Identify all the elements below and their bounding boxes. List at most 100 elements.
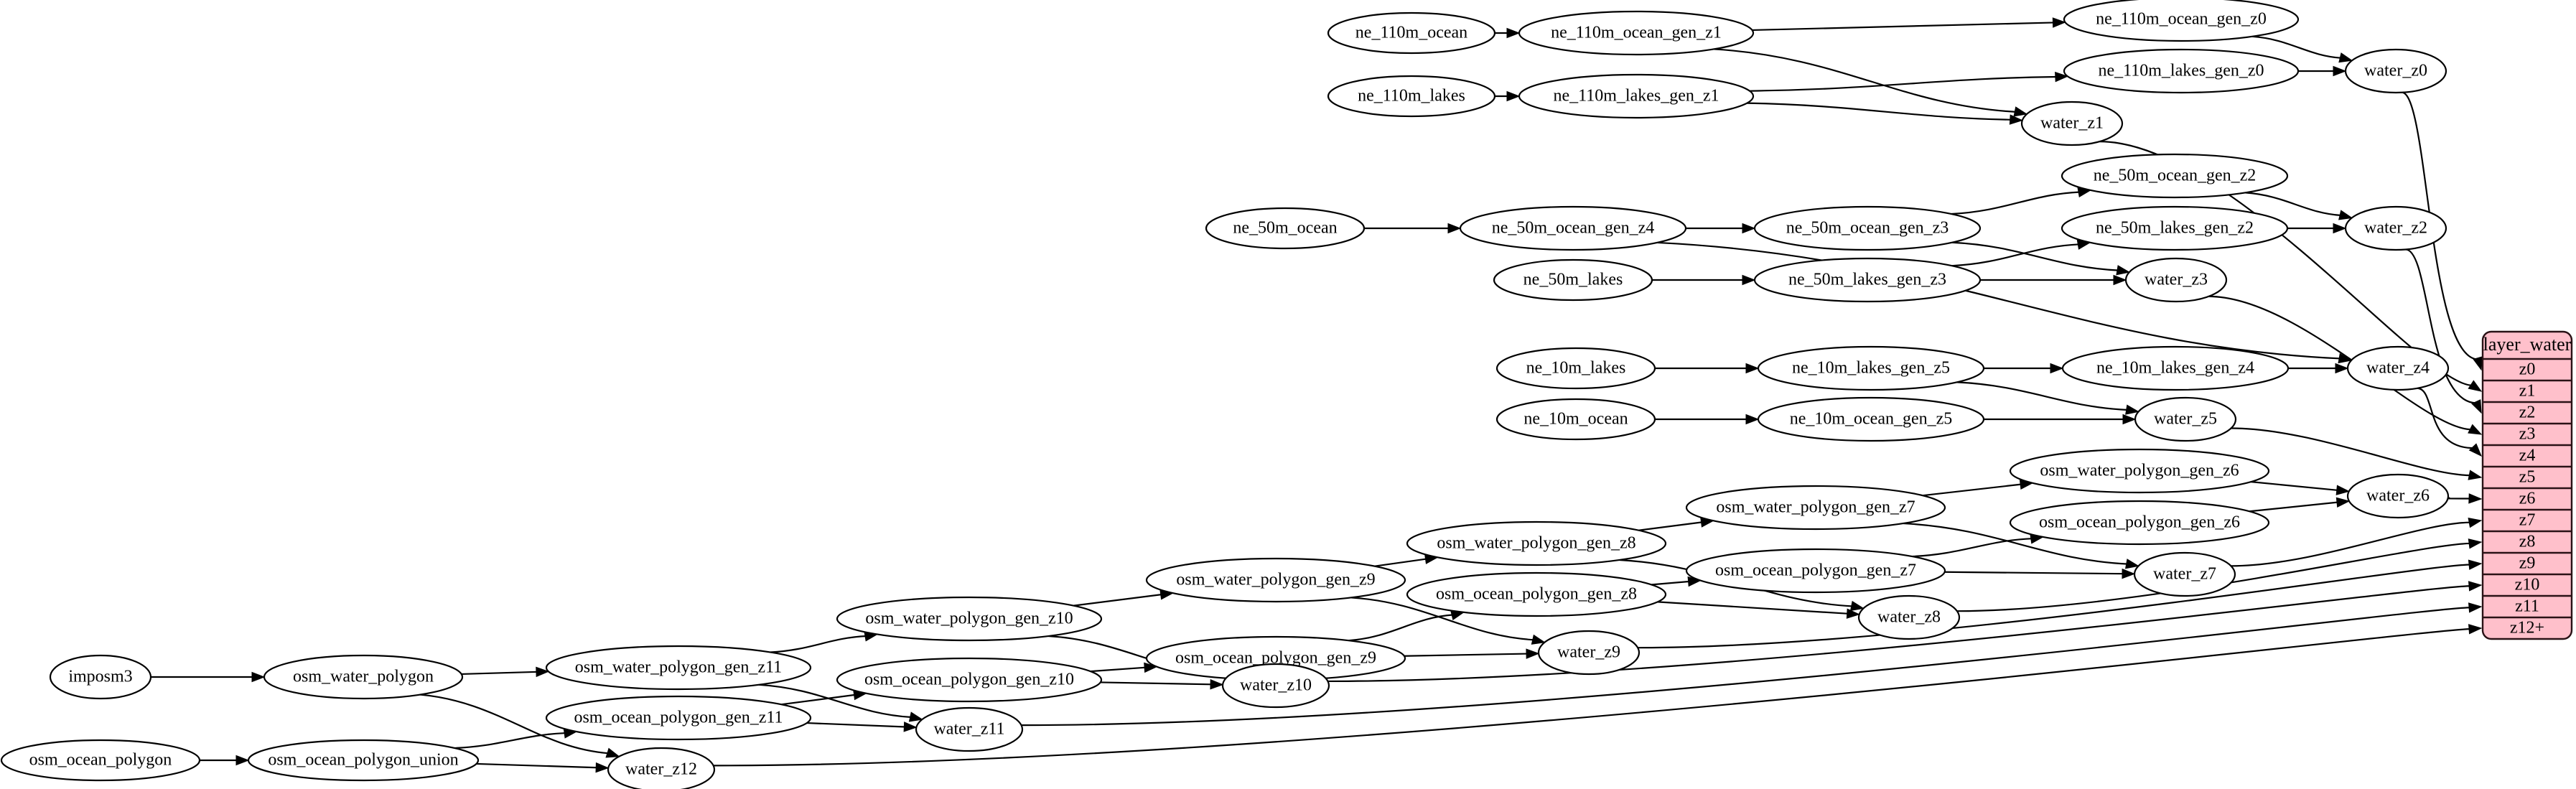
node-shape[interactable] xyxy=(836,596,1103,642)
node-water_z3[interactable]: water_z3 xyxy=(2124,257,2228,303)
node-shape[interactable] xyxy=(1857,594,1961,640)
node-shape[interactable] xyxy=(1753,257,1982,303)
node-shape[interactable] xyxy=(915,706,1024,752)
node-shape[interactable] xyxy=(1493,258,1653,302)
node-ne_50m_ocean_gen_z4[interactable]: ne_50m_ocean_gen_z4 xyxy=(1459,205,1687,251)
legend-row-z2[interactable]: z2 xyxy=(2519,403,2536,422)
node-shape[interactable] xyxy=(1753,205,1982,251)
node-ne_110m_lakes[interactable]: ne_110m_lakes xyxy=(1327,75,1496,118)
node-shape[interactable] xyxy=(247,739,480,782)
node-osm_water_polygon[interactable]: osm_water_polygon xyxy=(263,654,464,700)
node-shape[interactable] xyxy=(1406,571,1667,617)
legend-row-z11[interactable]: z11 xyxy=(2515,597,2539,616)
node-ne_10m_ocean[interactable]: ne_10m_ocean xyxy=(1495,398,1656,441)
node-water_z9[interactable]: water_z9 xyxy=(1537,630,1641,676)
node-osm_ocean_polygon_gen_z6[interactable]: osm_ocean_polygon_gen_z6 xyxy=(2009,500,2270,546)
node-imposm3[interactable]: imposm3 xyxy=(49,654,152,700)
node-ne_110m_lakes_gen_z1[interactable]: ne_110m_lakes_gen_z1 xyxy=(1518,73,1755,119)
node-shape[interactable] xyxy=(1406,520,1667,566)
node-shape[interactable] xyxy=(1757,345,1985,391)
node-water_z2[interactable]: water_z2 xyxy=(2344,205,2447,251)
node-shape[interactable] xyxy=(2346,345,2450,391)
node-ne_50m_lakes_gen_z3[interactable]: ne_50m_lakes_gen_z3 xyxy=(1753,257,1982,303)
node-shape[interactable] xyxy=(1459,205,1687,251)
legend-row-z1[interactable]: z1 xyxy=(2519,382,2536,401)
node-shape[interactable] xyxy=(1145,557,1406,603)
node-shape[interactable] xyxy=(1327,11,1496,55)
node-shape[interactable] xyxy=(2061,153,2289,199)
node-shape[interactable] xyxy=(545,645,812,691)
node-water_z8[interactable]: water_z8 xyxy=(1857,594,1961,640)
node-osm_ocean_polygon_gen_z10[interactable]: osm_ocean_polygon_gen_z10 xyxy=(836,657,1103,703)
legend-row-z12+[interactable]: z12+ xyxy=(2510,619,2544,638)
node-osm_water_polygon_gen_z10[interactable]: osm_water_polygon_gen_z10 xyxy=(836,596,1103,642)
node-water_z1[interactable]: water_z1 xyxy=(2020,101,2124,146)
node-shape[interactable] xyxy=(1757,396,1985,442)
node-osm_ocean_polygon_union[interactable]: osm_ocean_polygon_union xyxy=(247,739,480,782)
node-shape[interactable] xyxy=(1537,630,1641,676)
node-shape[interactable] xyxy=(836,657,1103,703)
node-shape[interactable] xyxy=(263,654,464,700)
node-shape[interactable] xyxy=(1685,485,1946,531)
node-shape[interactable] xyxy=(1495,347,1656,390)
node-shape[interactable] xyxy=(1205,207,1366,250)
node-water_z11[interactable]: water_z11 xyxy=(915,706,1024,752)
node-shape[interactable] xyxy=(1327,75,1496,118)
legend-row-z9[interactable]: z9 xyxy=(2519,554,2536,573)
node-shape[interactable] xyxy=(2061,205,2289,251)
node-osm_ocean_polygon_gen_z8[interactable]: osm_ocean_polygon_gen_z8 xyxy=(1406,571,1667,617)
legend-row-z4[interactable]: z4 xyxy=(2519,447,2536,465)
node-osm_water_polygon_gen_z11[interactable]: osm_water_polygon_gen_z11 xyxy=(545,645,812,691)
node-shape[interactable] xyxy=(2009,500,2270,546)
node-shape[interactable] xyxy=(2344,205,2447,251)
node-water_z10[interactable]: water_z10 xyxy=(1221,663,1330,709)
node-ne_10m_lakes_gen_z5[interactable]: ne_10m_lakes_gen_z5 xyxy=(1757,345,1985,391)
node-ne_110m_lakes_gen_z0[interactable]: ne_110m_lakes_gen_z0 xyxy=(2063,48,2300,94)
node-water_z6[interactable]: water_z6 xyxy=(2346,473,2450,519)
node-shape[interactable] xyxy=(1685,548,1946,594)
node-osm_water_polygon_gen_z6[interactable]: osm_water_polygon_gen_z6 xyxy=(2009,448,2270,494)
node-ne_50m_ocean_gen_z2[interactable]: ne_50m_ocean_gen_z2 xyxy=(2061,153,2289,199)
node-osm_ocean_polygon_gen_z11[interactable]: osm_ocean_polygon_gen_z11 xyxy=(545,695,812,741)
node-osm_water_polygon_gen_z7[interactable]: osm_water_polygon_gen_z7 xyxy=(1685,485,1946,531)
node-water_z7[interactable]: water_z7 xyxy=(2133,551,2236,597)
legend-row-z6[interactable]: z6 xyxy=(2519,490,2536,508)
node-ne_110m_ocean_gen_z0[interactable]: ne_110m_ocean_gen_z0 xyxy=(2063,0,2300,42)
node-shape[interactable] xyxy=(2124,257,2228,303)
node-shape[interactable] xyxy=(1221,663,1330,709)
legend-row-z7[interactable]: z7 xyxy=(2519,511,2536,530)
node-shape[interactable] xyxy=(2009,448,2270,494)
node-shape[interactable] xyxy=(2063,0,2300,42)
node-shape[interactable] xyxy=(607,747,716,789)
node-shape[interactable] xyxy=(0,739,201,782)
node-shape[interactable] xyxy=(2133,551,2236,597)
node-shape[interactable] xyxy=(49,654,152,700)
node-shape[interactable] xyxy=(2344,48,2447,94)
node-osm_ocean_polygon_gen_z7[interactable]: osm_ocean_polygon_gen_z7 xyxy=(1685,548,1946,594)
node-ne_110m_ocean[interactable]: ne_110m_ocean xyxy=(1327,11,1496,55)
node-ne_10m_lakes_gen_z4[interactable]: ne_10m_lakes_gen_z4 xyxy=(2061,345,2290,391)
node-osm_water_polygon_gen_z9[interactable]: osm_water_polygon_gen_z9 xyxy=(1145,557,1406,603)
node-shape[interactable] xyxy=(1495,398,1656,441)
node-shape[interactable] xyxy=(1518,73,1755,119)
node-ne_10m_lakes[interactable]: ne_10m_lakes xyxy=(1495,347,1656,390)
node-shape[interactable] xyxy=(1518,10,1755,56)
node-ne_50m_lakes_gen_z2[interactable]: ne_50m_lakes_gen_z2 xyxy=(2061,205,2289,251)
legend-row-z0[interactable]: z0 xyxy=(2519,360,2536,379)
node-ne_10m_ocean_gen_z5[interactable]: ne_10m_ocean_gen_z5 xyxy=(1757,396,1985,442)
node-ne_50m_ocean_gen_z3[interactable]: ne_50m_ocean_gen_z3 xyxy=(1753,205,1982,251)
node-shape[interactable] xyxy=(2063,48,2300,94)
node-water_z12[interactable]: water_z12 xyxy=(607,747,716,789)
legend-row-z10[interactable]: z10 xyxy=(2515,576,2540,594)
node-water_z4[interactable]: water_z4 xyxy=(2346,345,2450,391)
node-shape[interactable] xyxy=(545,695,812,741)
node-water_z0[interactable]: water_z0 xyxy=(2344,48,2447,94)
node-osm_ocean_polygon_gen_z9[interactable]: osm_ocean_polygon_gen_z9 xyxy=(1145,635,1406,681)
node-shape[interactable] xyxy=(2020,101,2124,146)
legend-row-z8[interactable]: z8 xyxy=(2519,533,2536,551)
node-ne_50m_lakes[interactable]: ne_50m_lakes xyxy=(1493,258,1653,302)
legend-row-z3[interactable]: z3 xyxy=(2519,425,2536,444)
node-shape[interactable] xyxy=(2346,473,2450,519)
node-water_z5[interactable]: water_z5 xyxy=(2134,396,2237,442)
node-shape[interactable] xyxy=(2061,345,2290,391)
